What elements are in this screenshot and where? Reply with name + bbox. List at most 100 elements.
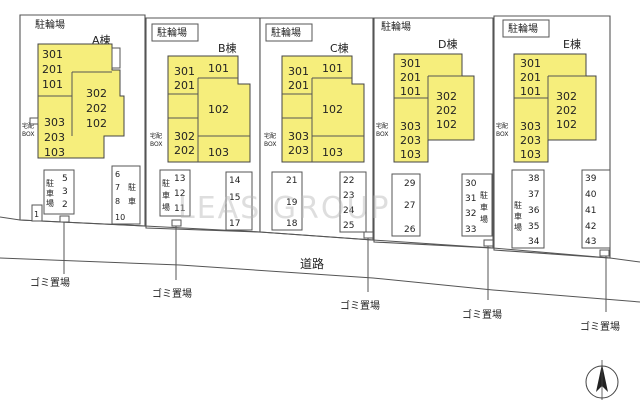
svg-text:43: 43 <box>585 237 596 247</box>
svg-text:27: 27 <box>404 201 415 211</box>
svg-text:17: 17 <box>229 219 240 229</box>
building-c-units: 301 201 101 102 303 203 103 <box>288 62 343 159</box>
svg-text:201: 201 <box>42 63 63 76</box>
svg-text:101: 101 <box>520 85 541 98</box>
building-d <box>393 53 475 163</box>
svg-text:302: 302 <box>86 87 107 100</box>
svg-text:303: 303 <box>44 116 65 129</box>
svg-text:場: 場 <box>162 202 170 212</box>
building-c-name: C棟 <box>330 41 349 55</box>
svg-text:1: 1 <box>34 210 39 219</box>
parking-c-left: 21 19 18 <box>271 171 303 231</box>
svg-text:303: 303 <box>520 120 541 133</box>
trash-e-box <box>599 249 610 257</box>
building-a-units-mid: 302 202 102 <box>86 87 107 130</box>
svg-text:11: 11 <box>174 204 185 214</box>
svg-text:30: 30 <box>465 179 477 189</box>
svg-text:駐: 駐 <box>480 190 488 200</box>
svg-text:202: 202 <box>436 104 457 117</box>
trash-a-label: ゴミ置場 <box>30 276 70 289</box>
svg-text:32: 32 <box>465 209 476 219</box>
watermark: LEAS GROUP <box>178 191 391 226</box>
bike-parking-e-box <box>502 19 550 38</box>
svg-text:39: 39 <box>585 174 597 184</box>
svg-text:車: 車 <box>514 211 522 221</box>
trash-c-box <box>363 231 374 239</box>
svg-text:303: 303 <box>400 120 421 133</box>
parking-d-right: 30 31 32 33 駐 車 場 <box>461 173 493 237</box>
road-label: 道路 <box>300 256 324 271</box>
building-b-units: 301 201 101 102 302 202 103 <box>174 62 229 159</box>
svg-text:BOX: BOX <box>150 141 162 148</box>
parking-a-left: 5 3 2 駐 車 場 1 <box>31 169 75 222</box>
svg-text:101: 101 <box>400 85 421 98</box>
svg-text:303: 303 <box>288 130 309 143</box>
bike-parking-c: 駐輪場 <box>271 26 301 39</box>
svg-text:5: 5 <box>62 174 68 184</box>
delivery-box-b: 宅配 <box>150 132 162 140</box>
svg-text:203: 203 <box>44 131 65 144</box>
svg-text:101: 101 <box>208 62 229 75</box>
svg-text:201: 201 <box>520 71 541 84</box>
delivery-box-a: 宅配 <box>22 122 34 130</box>
svg-text:車: 車 <box>162 190 170 200</box>
svg-text:302: 302 <box>436 90 457 103</box>
svg-text:37: 37 <box>528 190 539 200</box>
trash-d-box <box>483 239 494 247</box>
trash-b-label: ゴミ置場 <box>152 287 192 300</box>
svg-text:26: 26 <box>404 225 416 235</box>
building-d-units: 301 201 101 302 202 102 303 203 103 <box>400 57 457 161</box>
svg-text:101: 101 <box>322 62 343 75</box>
svg-text:場: 場 <box>480 214 488 224</box>
svg-text:103: 103 <box>400 148 421 161</box>
svg-text:18: 18 <box>286 219 298 229</box>
svg-text:駐: 駐 <box>514 200 522 210</box>
svg-text:6: 6 <box>115 170 120 179</box>
svg-text:301: 301 <box>42 48 63 61</box>
svg-text:42: 42 <box>585 222 596 232</box>
trash-e-label: ゴミ置場 <box>580 320 620 333</box>
svg-text:301: 301 <box>520 57 541 70</box>
trash-a-box <box>59 215 70 223</box>
svg-text:203: 203 <box>288 144 309 157</box>
svg-text:202: 202 <box>174 144 195 157</box>
svg-text:BOX: BOX <box>22 131 34 138</box>
svg-text:BOX: BOX <box>264 141 276 148</box>
svg-text:201: 201 <box>288 79 309 92</box>
svg-text:34: 34 <box>528 237 540 247</box>
bike-parking-d: 駐輪場 <box>381 20 411 33</box>
stair-a <box>111 47 121 69</box>
bike-parking-b: 駐輪場 <box>157 26 187 39</box>
svg-text:201: 201 <box>174 79 195 92</box>
north-arrow-icon <box>585 360 619 400</box>
bike-parking-a: 駐輪場 <box>35 18 65 31</box>
bike-parking-b-box <box>151 23 199 42</box>
building-e-units: 301 201 101 302 202 102 303 203 103 <box>520 57 577 161</box>
svg-text:36: 36 <box>528 206 540 216</box>
svg-text:車: 車 <box>46 188 54 198</box>
svg-text:202: 202 <box>86 102 107 115</box>
building-a-units-bottom: 303 203 103 <box>44 116 65 159</box>
svg-text:101: 101 <box>42 78 63 91</box>
svg-text:BOX: BOX <box>496 131 508 138</box>
svg-text:19: 19 <box>286 198 298 208</box>
svg-text:102: 102 <box>436 118 457 131</box>
svg-text:13: 13 <box>174 174 185 184</box>
building-b-name: B棟 <box>218 41 237 55</box>
parking-e-left: 38 37 36 35 34 駐 車 場 <box>511 169 545 249</box>
svg-text:場: 場 <box>46 198 54 208</box>
building-a-units-top: 301 201 101 <box>42 48 63 91</box>
svg-text:102: 102 <box>208 103 229 116</box>
svg-text:103: 103 <box>208 146 229 159</box>
delivery-box-e: 宅配 <box>496 122 508 130</box>
svg-text:31: 31 <box>465 194 476 204</box>
svg-text:24: 24 <box>343 206 355 216</box>
svg-text:102: 102 <box>86 117 107 130</box>
svg-text:301: 301 <box>288 65 309 78</box>
svg-text:103: 103 <box>322 146 343 159</box>
parking-b-right: 14 15 17 <box>225 171 253 231</box>
delivery-box-d: 宅配 <box>376 122 388 130</box>
svg-text:12: 12 <box>174 189 185 199</box>
svg-text:駐: 駐 <box>128 182 136 192</box>
